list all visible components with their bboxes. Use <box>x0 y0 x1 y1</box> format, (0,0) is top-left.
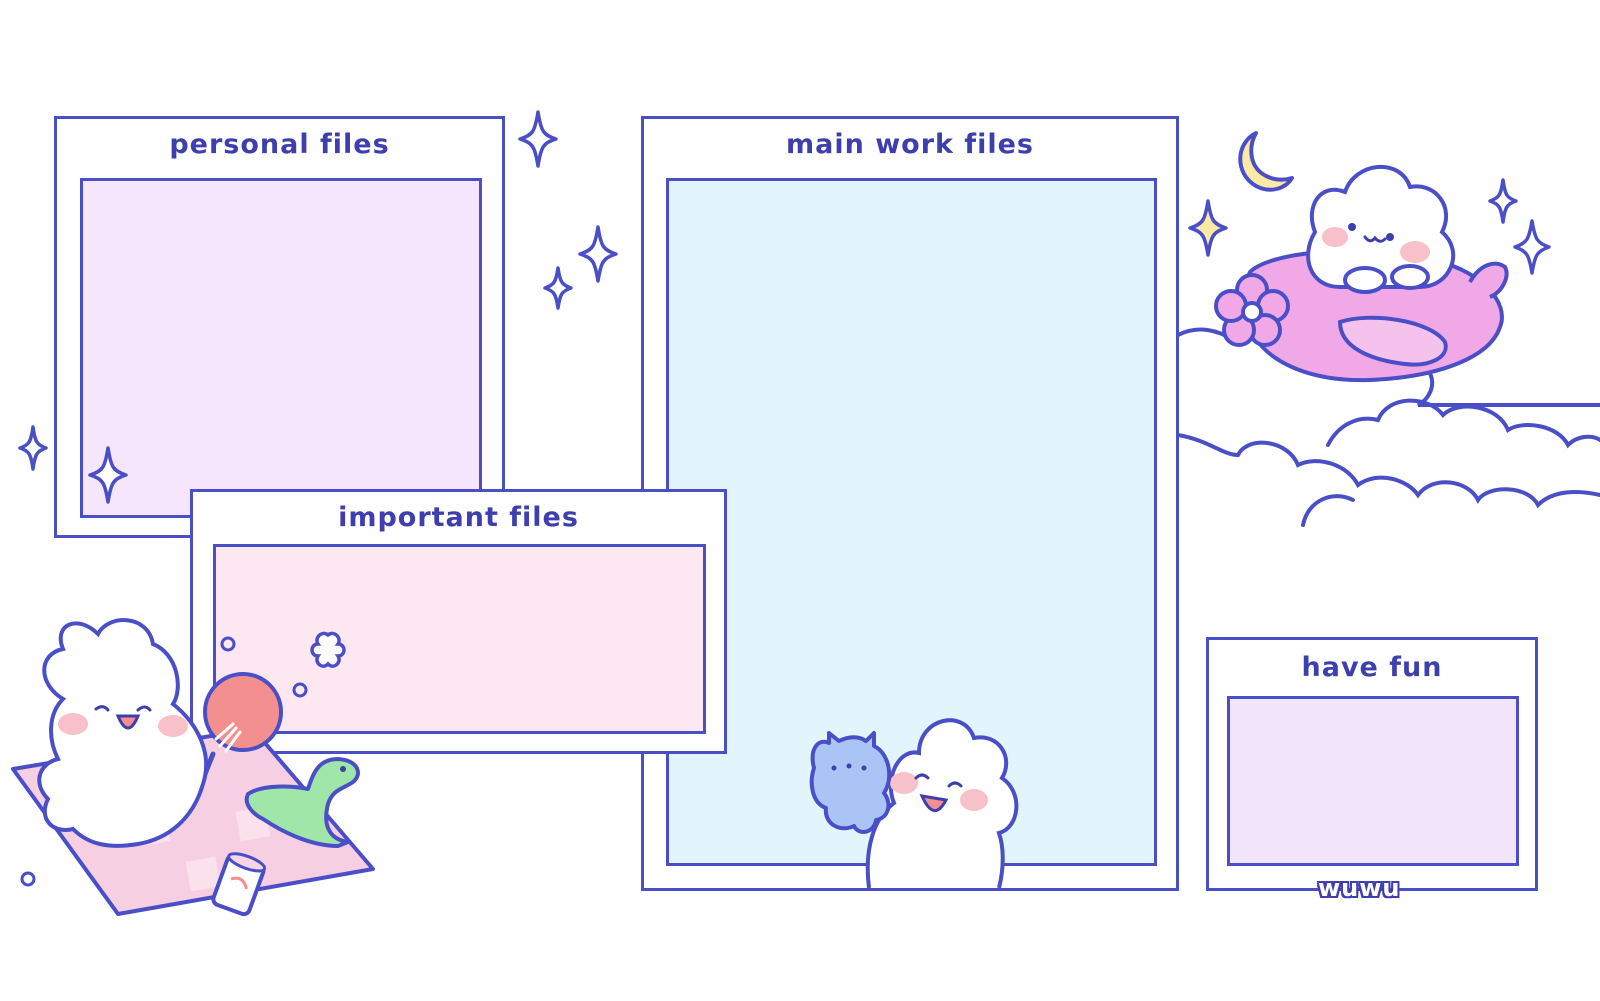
sparkle-icon <box>1488 178 1518 224</box>
personal-files-folder[interactable]: personal files <box>54 116 505 538</box>
important-files-folder[interactable]: important files <box>190 489 727 754</box>
have-fun-title: have fun <box>1301 652 1443 683</box>
bunny-on-plane-icon <box>1214 164 1509 383</box>
sparkle-icon <box>88 446 128 504</box>
bunny-with-cat-icon <box>809 718 1019 889</box>
moon-icon <box>1238 131 1294 192</box>
important-files-title: important files <box>338 502 579 533</box>
bubble-icon <box>220 636 236 652</box>
flower-icon <box>310 631 346 668</box>
sparkle-icon <box>518 110 558 168</box>
bubble-icon <box>292 682 308 698</box>
sparkle-icon <box>18 425 48 471</box>
bunny-on-picnic-mat-icon <box>11 618 375 917</box>
important-files-drop-area[interactable] <box>213 544 706 734</box>
sparkle-icon <box>1513 219 1551 275</box>
have-fun-folder[interactable]: have fun <box>1206 637 1538 891</box>
sparkle-icon <box>1188 199 1228 257</box>
sparkle-icon <box>578 225 618 283</box>
have-fun-drop-area[interactable] <box>1227 696 1519 866</box>
main-work-files-title: main work files <box>785 129 1035 160</box>
personal-files-drop-area[interactable] <box>80 178 482 518</box>
sparkle-icon <box>543 266 573 310</box>
personal-files-title: personal files <box>169 129 390 160</box>
artist-signature: wuwu <box>1318 874 1401 902</box>
